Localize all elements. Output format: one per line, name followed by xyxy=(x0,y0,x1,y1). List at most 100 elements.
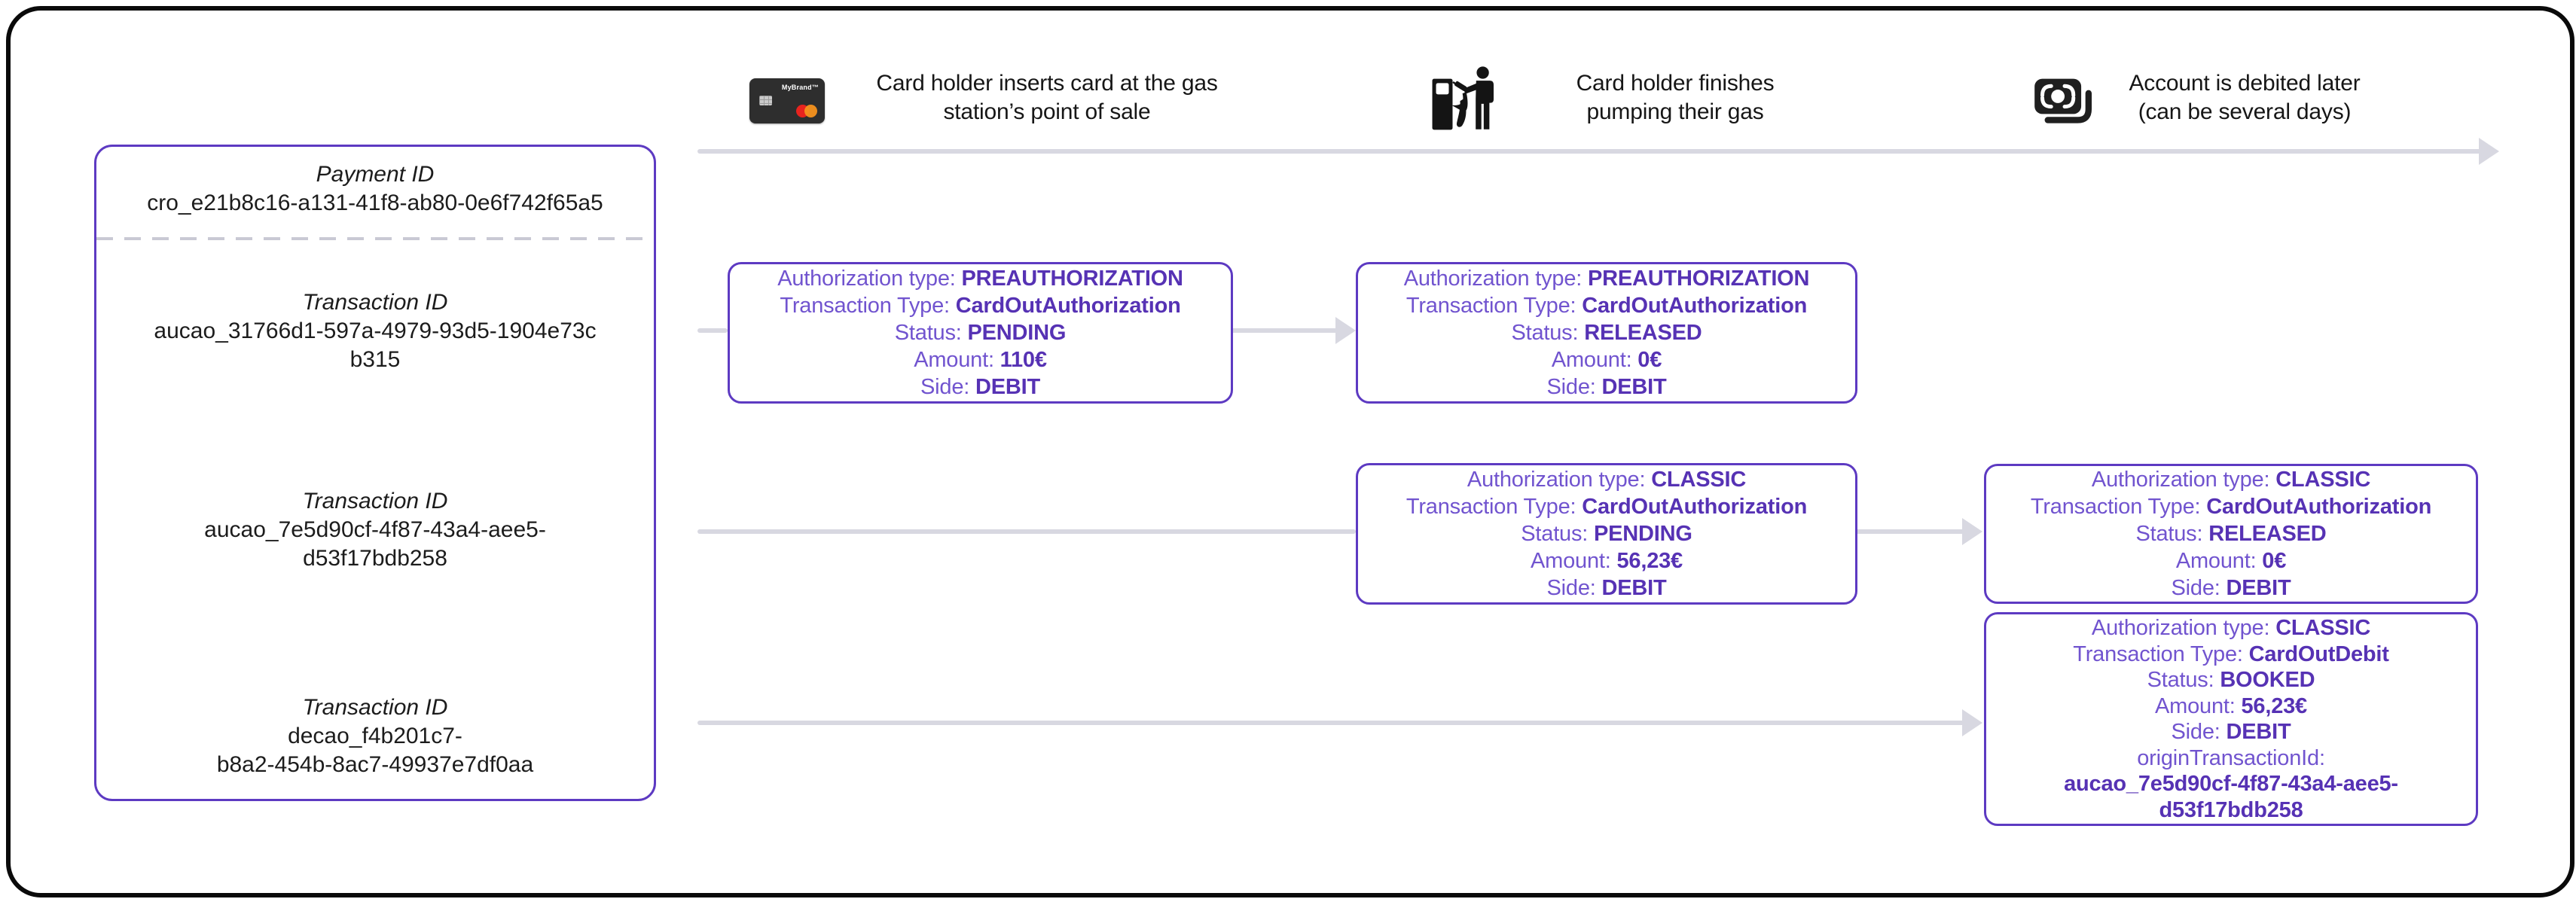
transaction-detail-line: Status: BOOKED xyxy=(2147,667,2315,693)
payment-id-block: Payment ID cro_e21b8c16-a131-41f8-ab80-0… xyxy=(105,160,645,218)
transaction-id-label: Transaction ID xyxy=(302,489,448,513)
detail-value: DEBIT xyxy=(2226,576,2291,600)
detail-value: 0€ xyxy=(2262,549,2287,573)
timeline-step-2-label: Card holder finishes pumping their gas xyxy=(1576,71,1775,124)
detail-label: originTransactionId: xyxy=(2137,745,2325,770)
detail-label: Side: xyxy=(920,375,970,399)
transaction-id-block: Transaction ID aucao_7e5d90cf-4f87-43a4-… xyxy=(105,487,645,573)
credit-card-icon: MyBrand™ xyxy=(749,78,825,123)
transaction-detail-line: Transaction Type: CardOutAuthorization xyxy=(780,292,1180,319)
transaction-detail-line: originTransactionId: xyxy=(2137,745,2325,772)
detail-label: Amount: xyxy=(2155,693,2236,718)
transaction-detail-line: Amount: 110€ xyxy=(914,346,1047,373)
payment-id-value: cro_e21b8c16-a131-41f8-ab80-0e6f742f65a5 xyxy=(147,190,603,215)
transaction-detail-line: d53f17bdb258 xyxy=(2159,797,2303,824)
detail-value: PREAUTHORIZATION xyxy=(961,267,1183,291)
detail-label: Amount: xyxy=(1531,549,1611,573)
detail-label: Status: xyxy=(894,321,962,345)
detail-value: DEBIT xyxy=(975,375,1040,399)
detail-value: CLASSIC xyxy=(2275,616,2371,640)
detail-label: Authorization type: xyxy=(2091,616,2270,640)
gas-pump-icon xyxy=(1432,66,1494,130)
detail-value: 110€ xyxy=(1000,348,1047,372)
detail-label: Amount: xyxy=(914,348,994,372)
transaction-id-value: aucao_31766d1-597a-4979-93d5-1904e73c b3… xyxy=(154,318,597,372)
detail-value: RELEASED xyxy=(2208,522,2327,546)
detail-label: Side: xyxy=(1546,576,1596,600)
detail-label: Transaction Type: xyxy=(1406,495,1576,519)
transaction-detail-line: Authorization type: CLASSIC xyxy=(2092,466,2370,493)
transaction-detail-line: Side: DEBIT xyxy=(1547,574,1667,602)
timeline-line xyxy=(697,149,2481,154)
connector-row1-stub xyxy=(697,328,728,333)
transaction-detail-line: Amount: 56,23€ xyxy=(2155,693,2307,720)
transaction-id-label: Transaction ID xyxy=(302,290,448,315)
transaction-detail-line: Status: PENDING xyxy=(1521,520,1692,547)
connector-box3-to-box4 xyxy=(1853,529,1964,534)
detail-label: Authorization type: xyxy=(777,267,956,291)
detail-label: Transaction Type: xyxy=(780,294,950,318)
detail-value: DEBIT xyxy=(2226,720,2291,744)
transaction-detail-line: Side: DEBIT xyxy=(920,373,1040,401)
transaction-detail-line: Transaction Type: CardOutAuthorization xyxy=(2031,493,2431,520)
connector-arrowhead-icon xyxy=(1962,709,1982,736)
detail-value: CLASSIC xyxy=(2275,468,2371,492)
detail-value: DEBIT xyxy=(1601,375,1667,399)
detail-value: CardOutAuthorization xyxy=(2206,495,2432,519)
transaction-id-value: decao_f4b201c7- b8a2-454b-8ac7-49937e7df… xyxy=(216,724,534,777)
transaction-id-value: aucao_7e5d90cf-4f87-43a4-aee5- d53f17bdb… xyxy=(204,517,546,571)
detail-label: Status: xyxy=(2147,668,2214,692)
detail-label: Authorization type: xyxy=(2091,468,2270,492)
detail-value: BOOKED xyxy=(2220,668,2315,692)
card-chip-icon xyxy=(759,96,772,105)
detail-label: Transaction Type: xyxy=(2030,495,2201,519)
transaction-detail-line: Side: DEBIT xyxy=(1547,373,1667,401)
transaction-detail-line: Status: PENDING xyxy=(894,319,1067,346)
detail-value: CardOutAuthorization xyxy=(1582,495,1808,519)
detail-value: PENDING xyxy=(967,321,1067,345)
connector-row3-to-box5 xyxy=(697,721,1964,725)
transaction-id-label: Transaction ID xyxy=(302,695,448,720)
detail-label: Side: xyxy=(1546,375,1596,399)
transaction-detail-line: Authorization type: PREAUTHORIZATION xyxy=(777,265,1183,292)
detail-label: Status: xyxy=(2135,522,2203,546)
timeline-arrowhead-icon xyxy=(2479,138,2499,165)
detail-label: Status: xyxy=(1511,321,1579,345)
detail-label: Status: xyxy=(1521,522,1589,546)
connector-box1-to-box2 xyxy=(1228,328,1338,333)
transaction-detail-line: Transaction Type: CardOutAuthorization xyxy=(1406,292,1807,319)
transaction-detail-line: Transaction Type: CardOutDebit xyxy=(2073,641,2389,668)
detail-label: Side: xyxy=(2171,720,2220,744)
detail-value: CardOutAuthorization xyxy=(1582,294,1808,318)
connector-arrowhead-icon xyxy=(1335,317,1356,344)
payment-ids-panel: Payment ID cro_e21b8c16-a131-41f8-ab80-0… xyxy=(94,145,656,801)
detail-value: 56,23€ xyxy=(1616,549,1683,573)
card-brand-label: MyBrand™ xyxy=(781,84,819,91)
transaction-detail-line: aucao_7e5d90cf-4f87-43a4-aee5- xyxy=(2064,771,2398,797)
detail-value: d53f17bdb258 xyxy=(2159,797,2303,822)
detail-label: Authorization type: xyxy=(1467,468,1646,492)
dashed-divider xyxy=(96,237,654,240)
detail-value: 56,23€ xyxy=(2241,693,2307,718)
mastercard-orange-circle-icon xyxy=(804,105,817,117)
detail-value: DEBIT xyxy=(1601,576,1667,600)
detail-value: aucao_7e5d90cf-4f87-43a4-aee5- xyxy=(2064,772,2398,796)
payment-id-label: Payment ID xyxy=(316,162,435,187)
detail-value: CardOutDebit xyxy=(2248,641,2389,666)
transaction-detail-line: Side: DEBIT xyxy=(2172,719,2291,745)
timeline-step-1-label: Card holder inserts card at the gas stat… xyxy=(876,71,1218,124)
transaction-detail-line: Authorization type: PREAUTHORIZATION xyxy=(1404,265,1810,292)
detail-label: Authorization type: xyxy=(1403,267,1583,291)
detail-label: Amount: xyxy=(1551,348,1632,372)
detail-label: Transaction Type: xyxy=(2073,641,2243,666)
detail-value: 0€ xyxy=(1637,348,1662,372)
detail-label: Side: xyxy=(2171,576,2220,600)
transaction-id-block: Transaction ID decao_f4b201c7- b8a2-454b… xyxy=(105,693,645,779)
detail-value: RELEASED xyxy=(1584,321,1702,345)
transaction-detail-line: Status: RELEASED xyxy=(2135,520,2326,547)
